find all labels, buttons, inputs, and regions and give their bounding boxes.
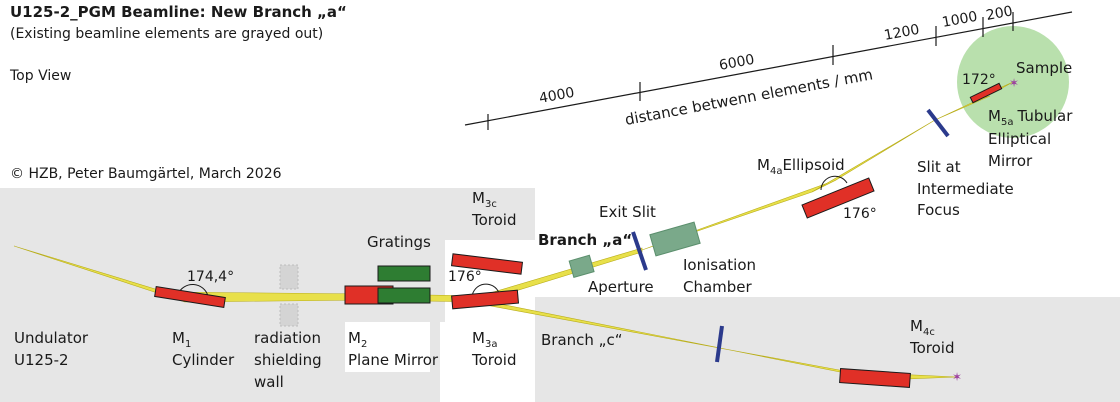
exit-slit bbox=[631, 231, 648, 271]
mirrors bbox=[154, 82, 1003, 388]
scale-label-1000: 1000 bbox=[941, 9, 979, 31]
m3a-label: M3a bbox=[472, 329, 497, 350]
exit-slit-label: Exit Slit bbox=[599, 203, 656, 221]
scale-label-4000: 4000 bbox=[538, 85, 576, 107]
sample-star: ✶ bbox=[1009, 76, 1019, 90]
copyright: © HZB, Peter Baumgärtel, March 2026 bbox=[10, 166, 282, 182]
wall-label-line1: radiation bbox=[254, 329, 321, 347]
m4c-label-line2: Toroid bbox=[909, 339, 955, 357]
mirror-m4c bbox=[839, 368, 911, 388]
m3c-label: M3c bbox=[472, 189, 497, 210]
ionisation-chamber bbox=[649, 221, 701, 257]
grating-upper bbox=[377, 265, 431, 282]
ionisation-label-line1: Ionisation bbox=[683, 256, 756, 274]
branch-c-focus-star: ✶ bbox=[952, 370, 962, 384]
beam-paths bbox=[13, 81, 1014, 381]
white-cutout-m3-lower bbox=[440, 322, 530, 402]
m3a-label-line2: Toroid bbox=[471, 351, 517, 369]
scale-label-200: 200 bbox=[985, 3, 1014, 24]
m5a-label-line3: Mirror bbox=[988, 152, 1033, 170]
beam-m4a-to-focus bbox=[811, 119, 936, 193]
ionisation-label-line2: Chamber bbox=[683, 278, 753, 296]
branch-c-label: Branch „c“ bbox=[541, 331, 622, 349]
intermediate-focus-slit bbox=[926, 108, 950, 138]
scale-label-1200: 1200 bbox=[883, 22, 921, 44]
m4a-label: M4aEllipsoid bbox=[757, 156, 845, 177]
gray-zone-branch-c bbox=[525, 297, 1120, 402]
aperture bbox=[568, 254, 595, 279]
slit-label-line1: Slit at bbox=[917, 158, 961, 176]
mirror-m5a bbox=[969, 82, 1003, 104]
page-subtitle: (Existing beamline elements are grayed o… bbox=[10, 26, 323, 42]
angle-arc-m4a bbox=[820, 175, 848, 191]
aperture-label: Aperture bbox=[588, 278, 654, 296]
m1-label: M1 bbox=[172, 329, 191, 350]
undulator-label-line2: U125-2 bbox=[14, 351, 69, 369]
angle-label-m1: 174,4° bbox=[187, 269, 234, 285]
m1-label-line2: Cylinder bbox=[172, 351, 235, 369]
page-title: U125-2_PGM Beamline: New Branch „a“ bbox=[10, 3, 347, 21]
wall-label-line3: wall bbox=[254, 373, 284, 391]
m2-label-line2: Plane Mirror bbox=[348, 351, 439, 369]
slit-label-line3: Focus bbox=[917, 201, 960, 219]
mirror-m4a bbox=[801, 177, 875, 219]
m5a-label-line2: Elliptical bbox=[988, 130, 1051, 148]
mirror-m1 bbox=[154, 286, 226, 308]
beam-focus-to-m5a bbox=[934, 95, 991, 121]
undulator-label-line1: Undulator bbox=[14, 329, 89, 347]
mirror-m3a bbox=[451, 289, 520, 310]
slit-label-line2: Intermediate bbox=[917, 180, 1014, 198]
angle-label-m4a: 176° bbox=[843, 206, 877, 222]
scale-label-6000: 6000 bbox=[718, 52, 756, 74]
angle-label-m3: 176° bbox=[448, 269, 482, 285]
gratings bbox=[377, 265, 431, 304]
m3c-label-line2: Toroid bbox=[471, 211, 517, 229]
branch-c-slit bbox=[715, 325, 724, 363]
white-cutout-m2-label bbox=[345, 322, 430, 372]
shielding-block-lower bbox=[279, 303, 299, 327]
m2-label: M2 bbox=[348, 329, 367, 350]
branch-a-label: Branch „a“ bbox=[538, 231, 632, 249]
angle-arc-m3 bbox=[471, 283, 500, 298]
radiation-shielding-wall bbox=[279, 264, 299, 327]
grating-lower bbox=[377, 287, 431, 304]
gratings-label: Gratings bbox=[367, 233, 431, 251]
shielding-block-upper bbox=[279, 264, 299, 290]
m4c-label: M4c bbox=[910, 317, 935, 338]
scale-axis-line bbox=[464, 11, 1073, 126]
scale-axis-label: distance betwenn elements / mm bbox=[623, 65, 874, 129]
wall-label-line2: shielding bbox=[254, 351, 322, 369]
distance-scale bbox=[464, 11, 1073, 130]
angle-label-m5a: 172° bbox=[962, 72, 996, 88]
mirror-m3c bbox=[450, 253, 524, 275]
view-label: Top View bbox=[9, 68, 71, 84]
sample-label: Sample bbox=[1016, 59, 1072, 77]
slits bbox=[631, 108, 950, 363]
existing-beamline-zones bbox=[0, 188, 1120, 402]
